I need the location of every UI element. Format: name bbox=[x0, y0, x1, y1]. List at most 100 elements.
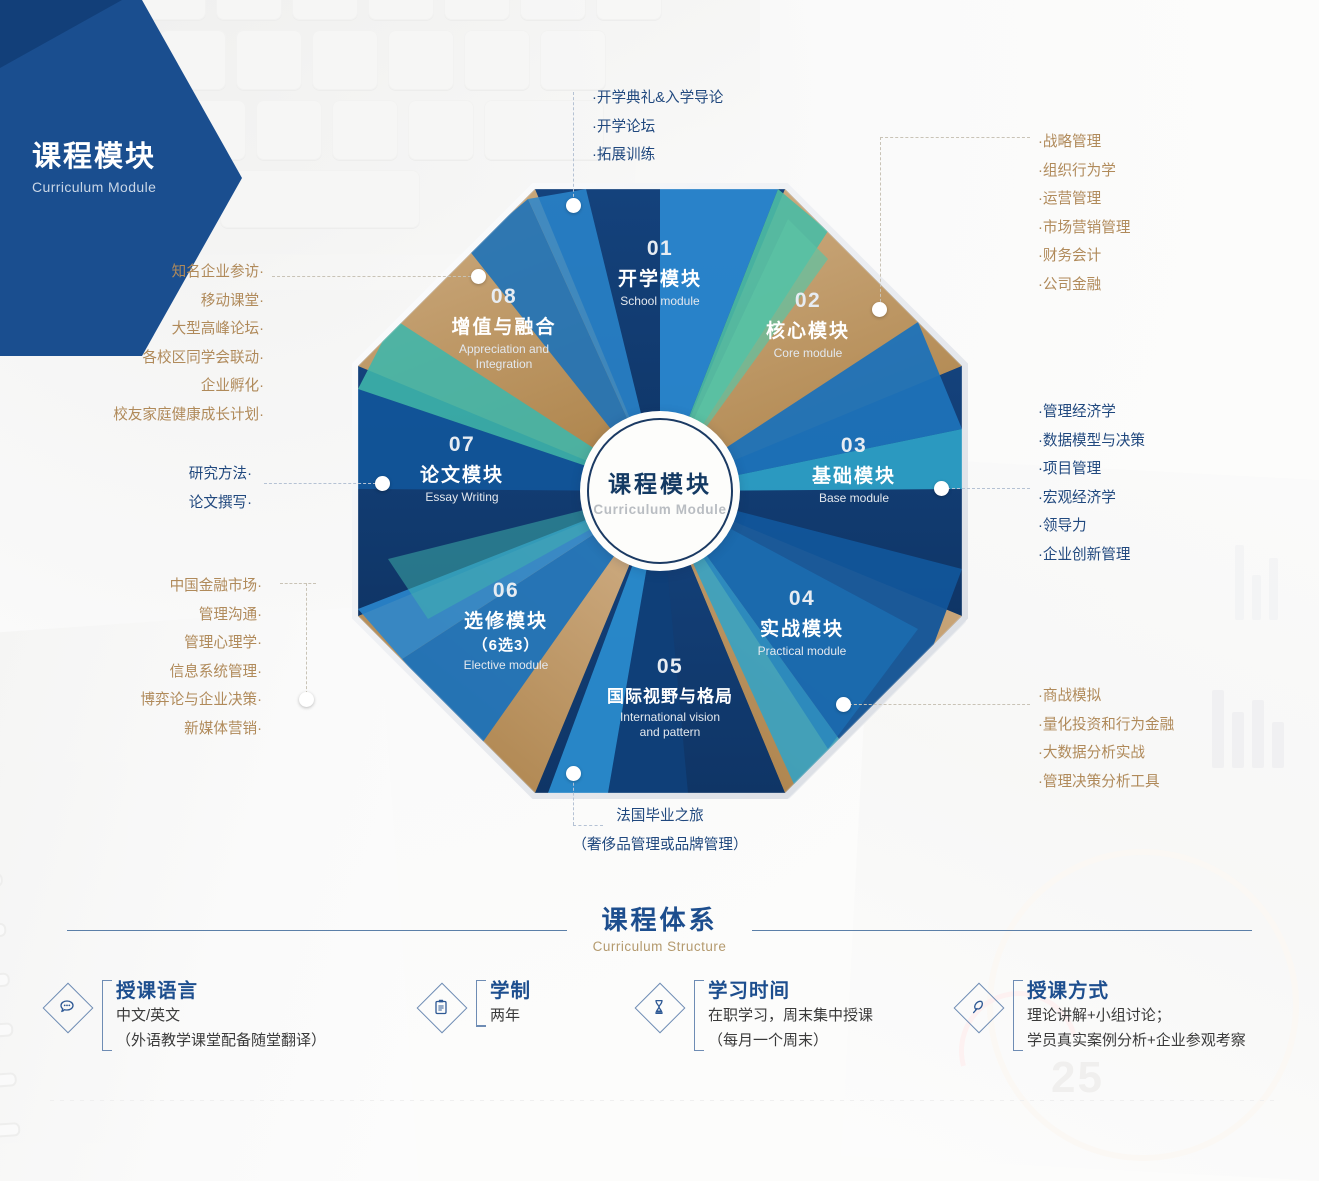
curriculum-octagon: 课程模块 Curriculum Module 01 开学模块 School mo… bbox=[352, 183, 968, 799]
callout-appreciation-module: 知名企业参访· 移动课堂· 大型高峰论坛· 各校区同学会联动· 企业孵化· 校友… bbox=[0, 258, 264, 429]
fact-line: （每月一个周末） bbox=[708, 1031, 829, 1049]
fact-line: 学员真实案例分析+企业参观考察 bbox=[1027, 1031, 1246, 1049]
callout-item: ·运营管理 bbox=[1038, 191, 1102, 207]
node-05 bbox=[566, 766, 581, 781]
connector-06-v bbox=[306, 583, 307, 699]
fact-bracket: 学制 两年 bbox=[476, 978, 531, 1029]
connector-04 bbox=[844, 704, 1030, 705]
callout-item: 各校区同学会联动· bbox=[142, 349, 264, 366]
callout-item: ·组织行为学 bbox=[1038, 162, 1116, 179]
callout-item: 管理心理学· bbox=[184, 635, 262, 651]
connector-07 bbox=[264, 483, 376, 484]
callout-item: ·公司金融 bbox=[1038, 276, 1102, 293]
callout-item: 博弈论与企业决策· bbox=[140, 692, 262, 708]
callout-item: 知名企业参访· bbox=[171, 264, 264, 280]
callout-item: 移动课堂· bbox=[200, 292, 264, 309]
ghost-circle bbox=[987, 849, 1299, 1161]
callout-item: 新媒体营销· bbox=[184, 720, 262, 737]
callout-item: ·开学论坛 bbox=[592, 118, 656, 135]
callout-item: ·量化投资和行为金融 bbox=[1038, 716, 1175, 733]
fact-line: （外语教学课堂配备随堂翻译） bbox=[116, 1031, 327, 1049]
fact-title: 学习时间 bbox=[708, 980, 791, 1002]
center-title-en: Curriculum Module bbox=[593, 502, 727, 517]
heading-rule-left bbox=[66, 929, 567, 931]
callout-item: 论文撰写· bbox=[188, 494, 252, 511]
fact-title: 授课方式 bbox=[1027, 980, 1110, 1002]
callout-item: ·数据模型与决策 bbox=[1038, 432, 1146, 449]
speech-bubble-icon bbox=[42, 982, 94, 1034]
connector-08 bbox=[272, 276, 476, 277]
heading-titles: 课程体系 Curriculum Structure bbox=[567, 900, 753, 954]
connector-06-h1 bbox=[280, 583, 316, 584]
callout-item: ·大数据分析实战 bbox=[1038, 745, 1146, 761]
node-04 bbox=[836, 697, 851, 712]
connector-05b bbox=[573, 825, 603, 826]
node-02 bbox=[872, 302, 887, 317]
node-06 bbox=[299, 692, 314, 707]
callout-item: ·开学典礼&入学导论 bbox=[592, 90, 724, 106]
dotted-divider bbox=[50, 1100, 1280, 1101]
callout-item: ·宏观经济学 bbox=[1038, 489, 1116, 506]
node-08 bbox=[471, 269, 486, 284]
callout-item: 研究方法· bbox=[188, 466, 252, 482]
center-medallion: 课程模块 Curriculum Module bbox=[580, 411, 740, 571]
callout-item: 法国毕业之旅 bbox=[616, 808, 704, 824]
callout-item: ·市场营销管理 bbox=[1038, 219, 1131, 236]
node-07 bbox=[375, 476, 390, 491]
fact-line: 在职学习，周末集中授课 bbox=[708, 1007, 874, 1025]
callout-item: ·战略管理 bbox=[1038, 134, 1102, 150]
keyboard-photo bbox=[120, 0, 760, 290]
callout-item: ·财务会计 bbox=[1038, 248, 1102, 264]
connector-03 bbox=[942, 488, 1030, 489]
structure-title-en: Curriculum Structure bbox=[592, 939, 727, 954]
callout-item: 管理沟通· bbox=[198, 606, 262, 623]
page-title: 课程模块 bbox=[32, 141, 157, 173]
callout-essay-module: 研究方法· 论文撰写· bbox=[0, 460, 252, 517]
ghost-number: 25 bbox=[1051, 1053, 1104, 1102]
header-banner-text: 课程模块 Curriculum Module bbox=[32, 141, 157, 195]
page-subtitle: Curriculum Module bbox=[32, 178, 157, 195]
fact-title: 学制 bbox=[490, 980, 532, 1002]
connector-01 bbox=[573, 92, 574, 202]
callout-core-module: ·战略管理 ·组织行为学 ·运营管理 ·市场营销管理 ·财务会计 ·公司金融 bbox=[1038, 128, 1130, 299]
callout-item: 校友家庭健康成长计划· bbox=[113, 406, 264, 423]
fact-bracket: 授课语言 中文/英文 （外语教学课堂配备随堂翻译） bbox=[102, 978, 326, 1053]
fact-bracket: 授课方式 理论讲解+小组讨论； 学员真实案例分析+企业参观考察 bbox=[1013, 978, 1246, 1053]
callout-item: 信息系统管理· bbox=[169, 663, 262, 680]
callout-item: 中国金融市场· bbox=[169, 578, 262, 594]
hourglass-icon bbox=[634, 982, 686, 1034]
callout-item: ·项目管理 bbox=[1038, 461, 1102, 477]
callout-item: ·商战模拟 bbox=[1038, 688, 1102, 704]
fact-line: 两年 bbox=[490, 1007, 521, 1025]
callout-item: 企业孵化· bbox=[200, 378, 264, 394]
callout-elective-module: 中国金融市场· 管理沟通· 管理心理学· 信息系统管理· 博弈论与企业决策· 新… bbox=[0, 572, 262, 743]
structure-heading: 课程体系 Curriculum Structure bbox=[0, 900, 1319, 960]
callout-item: ·管理决策分析工具 bbox=[1038, 773, 1160, 790]
connector-02-h bbox=[880, 137, 881, 307]
callout-item: ·企业创新管理 bbox=[1038, 546, 1131, 563]
callout-item: ·领导力 bbox=[1038, 518, 1087, 534]
structure-facts: 授课语言 中文/英文 （外语教学课堂配备随堂翻译） 学制 两年 bbox=[0, 968, 1319, 1078]
fact-teaching-language[interactable]: 授课语言 中文/英文 （外语教学课堂配备随堂翻译） bbox=[42, 978, 326, 1053]
callout-practical-module: ·商战模拟 ·量化投资和行为金融 ·大数据分析实战 ·管理决策分析工具 bbox=[1038, 682, 1174, 796]
pen-icon bbox=[953, 982, 1005, 1034]
fact-teaching-method[interactable]: 授课方式 理论讲解+小组讨论； 学员真实案例分析+企业参观考察 bbox=[953, 978, 1246, 1053]
callout-item: ·管理经济学 bbox=[1038, 404, 1116, 420]
fact-line: 中文/英文 bbox=[116, 1007, 181, 1025]
callout-graduation-trip: 法国毕业之旅 （奢侈品管理或品牌管理） bbox=[540, 802, 780, 859]
node-03 bbox=[934, 481, 949, 496]
callout-item: ·拓展训练 bbox=[592, 147, 656, 163]
connector-02-v bbox=[880, 137, 1030, 138]
callout-item: （奢侈品管理或品牌管理） bbox=[572, 836, 748, 853]
callout-item: 大型高峰论坛· bbox=[171, 321, 264, 337]
callout-base-module: ·管理经济学 ·数据模型与决策 ·项目管理 ·宏观经济学 ·领导力 ·企业创新管… bbox=[1038, 398, 1145, 569]
fact-title: 授课语言 bbox=[116, 980, 199, 1002]
clipboard-icon bbox=[416, 982, 468, 1034]
node-01 bbox=[566, 198, 581, 213]
fact-line: 理论讲解+小组讨论； bbox=[1027, 1007, 1171, 1025]
heading-rule-right bbox=[752, 929, 1253, 931]
fact-duration[interactable]: 学制 两年 bbox=[416, 978, 531, 1034]
connector-05 bbox=[573, 773, 574, 825]
fact-study-time[interactable]: 学习时间 在职学习，周末集中授课 （每月一个周末） bbox=[634, 978, 873, 1053]
fact-bracket: 学习时间 在职学习，周末集中授课 （每月一个周末） bbox=[694, 978, 873, 1053]
